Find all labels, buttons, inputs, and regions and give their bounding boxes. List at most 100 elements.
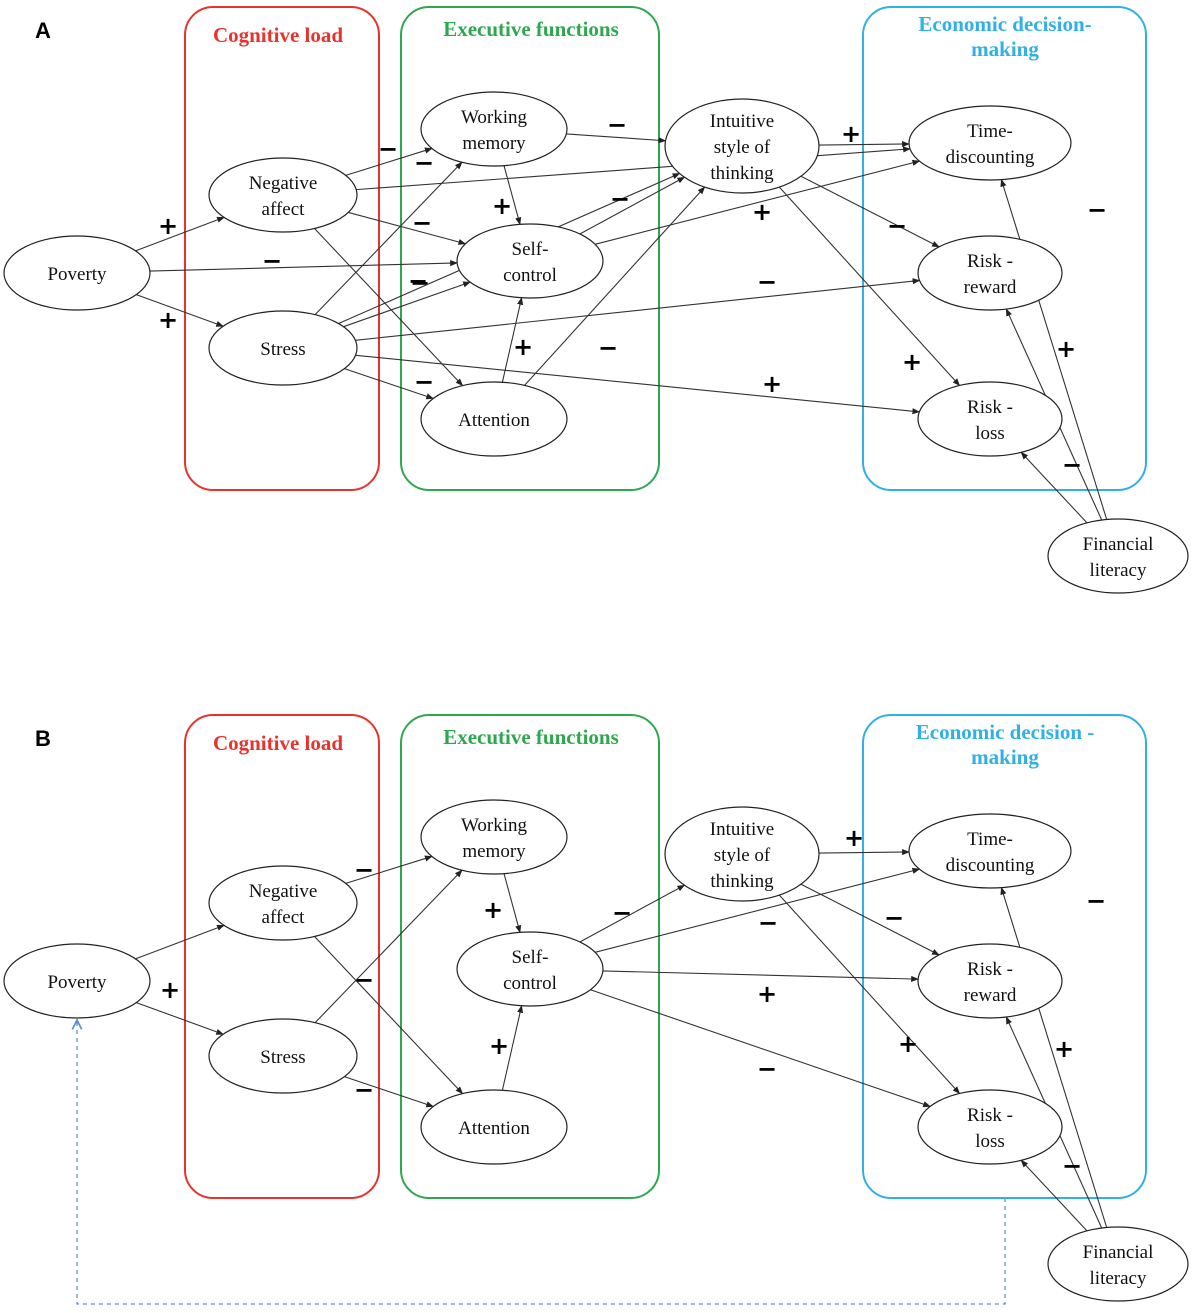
node-rl: Risk -loss: [917, 381, 1063, 457]
executive-group-label: Executive functions: [443, 17, 619, 41]
node-stress: Stress: [208, 310, 358, 386]
node-att-label: Attention: [458, 410, 530, 431]
edge-sc-to-rr: [602, 970, 919, 983]
edge-fl-to-rl: [1020, 451, 1088, 524]
edge-sign-stress-to-rl: +: [762, 370, 782, 398]
edge-poverty-to-stress: [136, 294, 224, 327]
panel-label: B: [35, 726, 51, 751]
executive-group-box: [400, 714, 660, 1199]
node-rl-label: Risk -: [967, 1105, 1013, 1126]
edge-sign-stress-to-rr: −: [757, 268, 777, 296]
edge-sign-neg-to-sc: −: [412, 209, 432, 237]
edge-sign-sc-to-rl: −: [757, 1055, 777, 1083]
edge-att-to-sc: [501, 1005, 524, 1091]
edge-stress-to-rr: [355, 278, 921, 341]
node-time: Time-discounting: [908, 813, 1072, 889]
edge-sign-fl-to-rr: +: [1056, 335, 1076, 363]
node-wm-shape: [420, 799, 568, 875]
node-neg-label: affect: [262, 907, 306, 928]
edge-sc-to-time: [594, 867, 921, 953]
edge-stress-to-wm: [314, 161, 463, 316]
edge-sign-poverty-to-stress: +: [158, 306, 178, 334]
node-fl-label: Financial: [1083, 1242, 1154, 1263]
node-neg-label: Negative: [249, 173, 318, 194]
edge-stress-to-wm: [314, 869, 463, 1024]
node-time-shape: [908, 813, 1072, 889]
node-intuit-label: Intuitive: [710, 819, 774, 840]
node-neg-shape: [208, 157, 358, 233]
node-time-label: Time-: [967, 121, 1013, 142]
node-rr-label: reward: [964, 277, 1017, 298]
node-time-label: discounting: [946, 147, 1035, 168]
economic-group-label: Economic decision-: [918, 12, 1091, 36]
edge-sign-sc-to-intuit: −: [612, 899, 632, 927]
edge-sc-to-time: [594, 159, 921, 245]
edge-neg-to-wm: [345, 147, 433, 176]
edge-fl-to-time: [1000, 886, 1108, 1228]
edge-sign-poverty-to-neg: +: [160, 976, 180, 1004]
node-neg-label: Negative: [249, 881, 318, 902]
edge-poverty-to-neg: [135, 924, 225, 960]
node-rl-label: loss: [975, 1131, 1005, 1152]
edge-sign-neg-to-att: −: [354, 966, 374, 994]
node-sc: Self-control: [456, 931, 604, 1007]
edge-sign-sc-to-rr: +: [757, 980, 777, 1008]
edge-sign-intuit-to-rl: +: [902, 348, 922, 376]
node-fl-label: literacy: [1090, 1268, 1147, 1289]
node-intuit-shape: [664, 806, 820, 902]
node-poverty-shape: [3, 235, 151, 311]
edge-sign-wm-to-sc: +: [492, 192, 512, 220]
node-poverty-shape: [3, 943, 151, 1019]
node-neg: Negative affect: [208, 157, 358, 233]
economic-group-label: Economic decision -: [916, 720, 1095, 744]
edge-att-to-sc: [501, 297, 524, 383]
node-wm-label: Working: [461, 107, 528, 128]
node-rr-shape: [917, 235, 1063, 311]
economic-group-label: making: [971, 745, 1039, 769]
node-wm-label: memory: [462, 841, 526, 862]
edge-wm-to-sc: [503, 165, 522, 226]
node-rl: Risk - loss: [917, 1089, 1063, 1165]
node-intuit-label: style of: [714, 845, 771, 866]
edge-sign-poverty-to-sc: −: [262, 247, 282, 275]
node-rr-shape: [917, 943, 1063, 1019]
node-time: Time-discounting: [908, 105, 1072, 181]
edge-neg-to-att: [314, 936, 464, 1095]
edge-intuit-to-time: [818, 848, 910, 856]
node-att: Attention: [420, 381, 568, 457]
node-sc-shape: [456, 931, 604, 1007]
node-neg-label: affect: [262, 199, 306, 220]
edge-sign-intuit-to-time: +: [841, 120, 861, 148]
node-sc-shape: [456, 223, 604, 299]
edges: +−−−++−−+−+−+−+−: [135, 824, 1108, 1232]
edge-sign-stress-to-att: −: [414, 368, 434, 396]
edge-sign-att-to-intuit: −: [598, 334, 618, 362]
edge-sign-fl-to-rl: −: [1062, 1152, 1082, 1180]
node-poverty: Poverty: [3, 943, 151, 1019]
node-sc-label: Self-: [512, 947, 549, 968]
node-sc-label: Self-: [512, 239, 549, 260]
cognitive-group-box: [184, 714, 380, 1199]
edge-sign-intuit-to-rr: −: [884, 904, 904, 932]
node-fl-shape: [1047, 518, 1189, 594]
node-fl-label: literacy: [1090, 560, 1147, 581]
edge-sign-att-to-sc: +: [489, 1032, 509, 1060]
node-time-label: Time-: [967, 829, 1013, 850]
node-neg: Negative affect: [208, 865, 358, 941]
node-poverty-label: Poverty: [47, 972, 107, 993]
node-poverty: Poverty: [3, 235, 151, 311]
edge-stress-to-sc: [343, 281, 471, 328]
edge-sign-fl-to-time: −: [1087, 196, 1107, 224]
edge-wm-to-sc: [503, 873, 522, 934]
edge-sign-neg-to-att: −: [408, 267, 428, 295]
node-rl-label: loss: [975, 423, 1005, 444]
edge-poverty-to-neg: [135, 216, 225, 252]
panel-label: A: [35, 18, 51, 43]
edge-sign-fl-to-time: −: [1086, 887, 1106, 915]
edge-sign-intuit-to-rr: −: [887, 212, 907, 240]
node-poverty-label: Poverty: [47, 264, 107, 285]
